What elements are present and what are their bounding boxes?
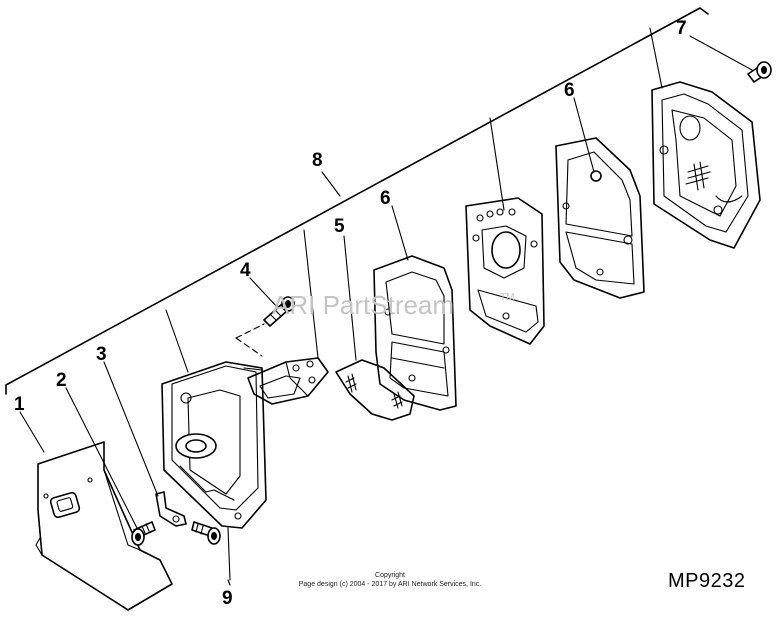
watermark-tm: TM: [500, 292, 514, 303]
callout-4: 4: [240, 260, 251, 281]
callout-8: 8: [312, 150, 323, 171]
part-2-screw: [131, 521, 156, 546]
callout-1: 1: [14, 394, 25, 415]
diagram-id: MP9232: [668, 570, 746, 592]
copyright-line-1: Copyright: [375, 572, 405, 579]
part-4-spacer-block: [247, 357, 329, 405]
part-3-bracket: [155, 491, 187, 527]
watermark: ARI PartStream TM: [272, 290, 514, 320]
callout-5: 5: [334, 216, 345, 237]
part-6-gasket-rear: [555, 137, 645, 299]
callout-6-rear: 6: [564, 80, 575, 101]
flange-plate: [465, 197, 545, 345]
copyright-line-2: Page design (c) 2004 - 2017 by ARI Netwo…: [298, 581, 482, 588]
muffler-body: [161, 361, 267, 529]
callouts: 1 2 3 4 5 6 6 7 8 9: [14, 18, 687, 609]
part-7-bolt: [747, 61, 772, 83]
callout-2: 2: [56, 370, 67, 391]
callout-9: 9: [222, 588, 233, 609]
muffler-cover: [651, 81, 761, 249]
part-6-gasket-front: [373, 255, 457, 411]
leader-lines: [19, 27, 753, 586]
copyright-notice: Copyright Page design (c) 2004 - 2017 by…: [268, 571, 512, 589]
part-5-gasket: [335, 359, 415, 421]
part-9-screw: [191, 521, 221, 545]
watermark-text: ARI PartStream: [272, 290, 454, 320]
part-1-heat-shield: [35, 441, 173, 611]
part-4-screw: [263, 296, 295, 327]
assembly-dashed-line: [235, 323, 265, 357]
callout-7: 7: [676, 18, 687, 39]
assembly-bracket-line: [5, 7, 709, 395]
callout-6-front: 6: [380, 188, 391, 209]
callout-3: 3: [96, 344, 107, 365]
